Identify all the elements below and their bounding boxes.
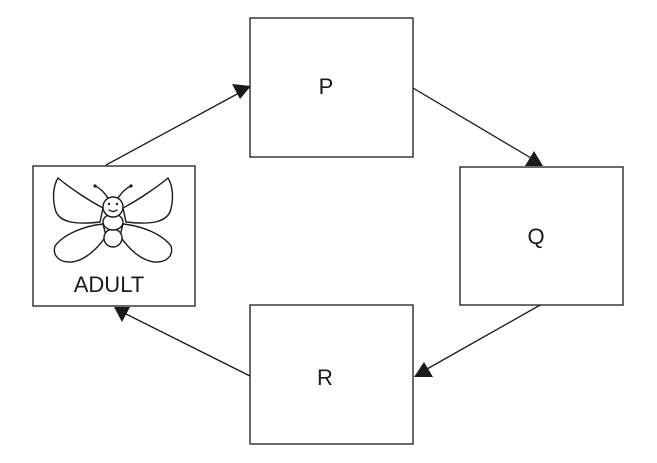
arrow-p-to-q <box>412 87 543 166</box>
stage-label-r: R <box>317 365 333 390</box>
stage-box-r: R <box>249 304 414 445</box>
stage-label-p: P <box>319 74 334 99</box>
butterfly-icon <box>52 176 174 263</box>
stage-box-adult: ADULT <box>32 165 196 307</box>
arrow-q-to-r <box>414 303 543 377</box>
stage-box-q: Q <box>459 166 624 306</box>
stage-label-adult: ADULT <box>74 272 145 297</box>
arrow-r-to-adult <box>114 307 251 377</box>
stage-label-q: Q <box>527 224 544 249</box>
arrow-adult-to-p <box>105 84 251 166</box>
stage-box-p: P <box>249 17 414 158</box>
